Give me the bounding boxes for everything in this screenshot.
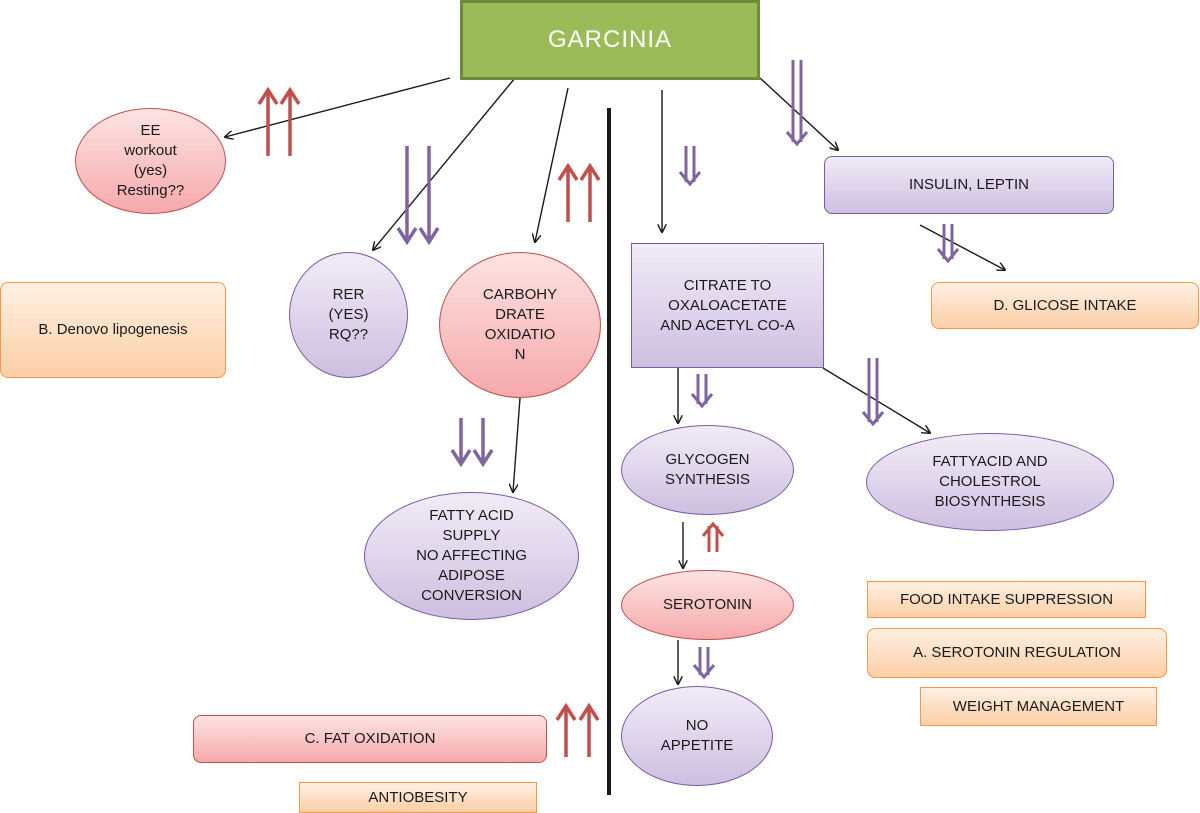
ee-node: EE workout (yes) Resting?? <box>75 108 226 214</box>
indicator-citrate-decrease <box>678 146 702 187</box>
indicator-rer-decrease <box>396 146 440 246</box>
denovo-lipogenesis-node: B. Denovo lipogenesis <box>0 282 226 378</box>
fat-oxidation-node: C. FAT OXIDATION <box>193 715 547 763</box>
indicator-fattyacid-chol-decrease <box>861 358 885 427</box>
fatty-acid-supply-node: FATTY ACID SUPPLY NO AFFECTING ADIPOSE C… <box>364 492 579 620</box>
antiobesity-node: ANTIOBESITY <box>299 782 537 813</box>
indicator-carb-increase <box>557 162 601 222</box>
connector-carb-fattyacid <box>513 397 521 492</box>
serotonin-node: SEROTONIN <box>621 570 794 640</box>
connector-insulin-glucose <box>919 224 1005 270</box>
glucose-intake-node: D. GLICOSE INTAKE <box>931 282 1199 329</box>
indicator-glucose-decrease <box>936 224 960 264</box>
serotonin-regulation-node: A. SEROTONIN REGULATION <box>867 628 1167 678</box>
food-intake-suppression-node: FOOD INTAKE SUPPRESSION <box>867 581 1146 618</box>
no-appetite-node: NO APPETITE <box>621 686 773 786</box>
glycogen-synthesis-node: GLYCOGEN SYNTHESIS <box>621 425 794 515</box>
insulin-leptin-node: INSULIN, LEPTIN <box>824 156 1114 214</box>
connector-garcinia-ee <box>225 77 451 137</box>
indicator-glycogen-decrease <box>690 374 714 409</box>
fattyacid-cholesterol-node: FATTYACID AND CHOLESTROL BIOSYNTHESIS <box>866 433 1114 531</box>
connector-garcinia-insulin <box>759 77 838 150</box>
indicator-insulin-decrease <box>785 60 809 147</box>
citrate-node: CITRATE TO OXALOACETATE AND ACETYL CO-A <box>631 243 824 368</box>
connector-garcinia-rer <box>373 77 516 250</box>
carbohydrate-oxidation-node: CARBOHY DRATE OXIDATIO N <box>439 252 601 398</box>
indicator-serotonin-increase <box>701 521 725 552</box>
connector-garcinia-carb <box>535 87 569 242</box>
rer-node: RER (YES) RQ?? <box>289 252 408 378</box>
indicator-fat-oxidation-increase <box>555 702 600 757</box>
weight-management-node: WEIGHT MANAGEMENT <box>920 687 1157 726</box>
indicator-ee-increase <box>257 86 301 156</box>
connectors <box>225 77 1005 684</box>
indicator-fattyacid-supply-decrease <box>450 418 494 468</box>
indicator-appetite-decrease <box>692 647 716 680</box>
garcinia-title: GARCINIA <box>460 0 760 80</box>
